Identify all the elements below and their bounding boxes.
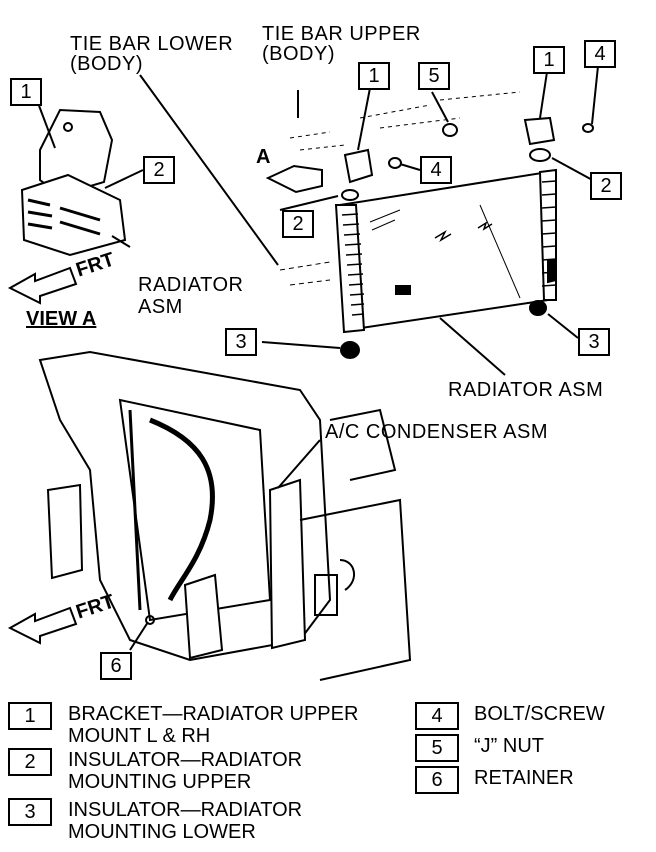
view-a-detail (20, 108, 127, 257)
legend-num-6: 6 (415, 766, 459, 794)
callout-2-view-a: 2 (143, 156, 175, 184)
legend-num-2: 2 (8, 748, 52, 776)
callout-3-left: 3 (225, 328, 257, 356)
callout-1-left: 1 (358, 62, 390, 90)
callout-6: 6 (100, 652, 132, 680)
legend-text-2b: MOUNTING UPPER (68, 771, 252, 793)
legend-num-1: 1 (8, 702, 52, 730)
legend-text-1a: BRACKET—RADIATOR UPPER (68, 703, 359, 725)
callout-3-right: 3 (578, 328, 610, 356)
view-a-title: VIEW A (26, 308, 97, 330)
upper-brackets (340, 116, 594, 359)
tie-bar-lower (279, 261, 331, 286)
legend-num-5: 5 (415, 734, 459, 762)
radiator-asm-label: RADIATOR ASM (448, 379, 604, 401)
legend-text-3a: INSULATOR—RADIATOR (68, 799, 303, 821)
callout-4-left: 4 (420, 156, 452, 184)
view-arrow-letter: A (256, 146, 271, 168)
callout-2-left: 2 (282, 210, 314, 238)
legend-text-6: RETAINER (474, 767, 574, 789)
legend-text-4: BOLT/SCREW (474, 703, 605, 725)
view-a-radiator-sub-label: ASM (138, 296, 183, 318)
tie-bar-lower-label: TIE BAR LOWER (70, 33, 234, 55)
legend-text-3b: MOUNTING LOWER (68, 821, 256, 843)
legend-text-5: “J” NUT (474, 735, 544, 757)
view-a-radiator-label: RADIATOR (138, 274, 244, 296)
ac-condenser-label: A/C CONDENSER ASM (325, 421, 548, 443)
front-end-assembly (38, 350, 412, 681)
tie-bar-upper-label: TIE BAR UPPER (262, 23, 421, 45)
tie-bar-upper-sub-label: (BODY) (262, 43, 335, 65)
tie-bar-lower-sub-label: (BODY) (70, 53, 143, 75)
callout-5: 5 (418, 62, 450, 90)
callout-4-right: 4 (584, 40, 616, 68)
frt-arrows (7, 164, 323, 645)
leader-lines (37, 65, 599, 651)
callout-1-view-a: 1 (10, 78, 42, 106)
callout-2-right: 2 (590, 172, 622, 200)
legend-num-3: 3 (8, 798, 52, 826)
tie-bar-upper (289, 91, 521, 151)
callout-1-right: 1 (533, 46, 565, 74)
radiator-core (334, 168, 557, 334)
legend-num-4: 4 (415, 702, 459, 730)
legend-text-2a: INSULATOR—RADIATOR (68, 749, 303, 771)
legend-text-1b: MOUNT L & RH (68, 725, 211, 747)
